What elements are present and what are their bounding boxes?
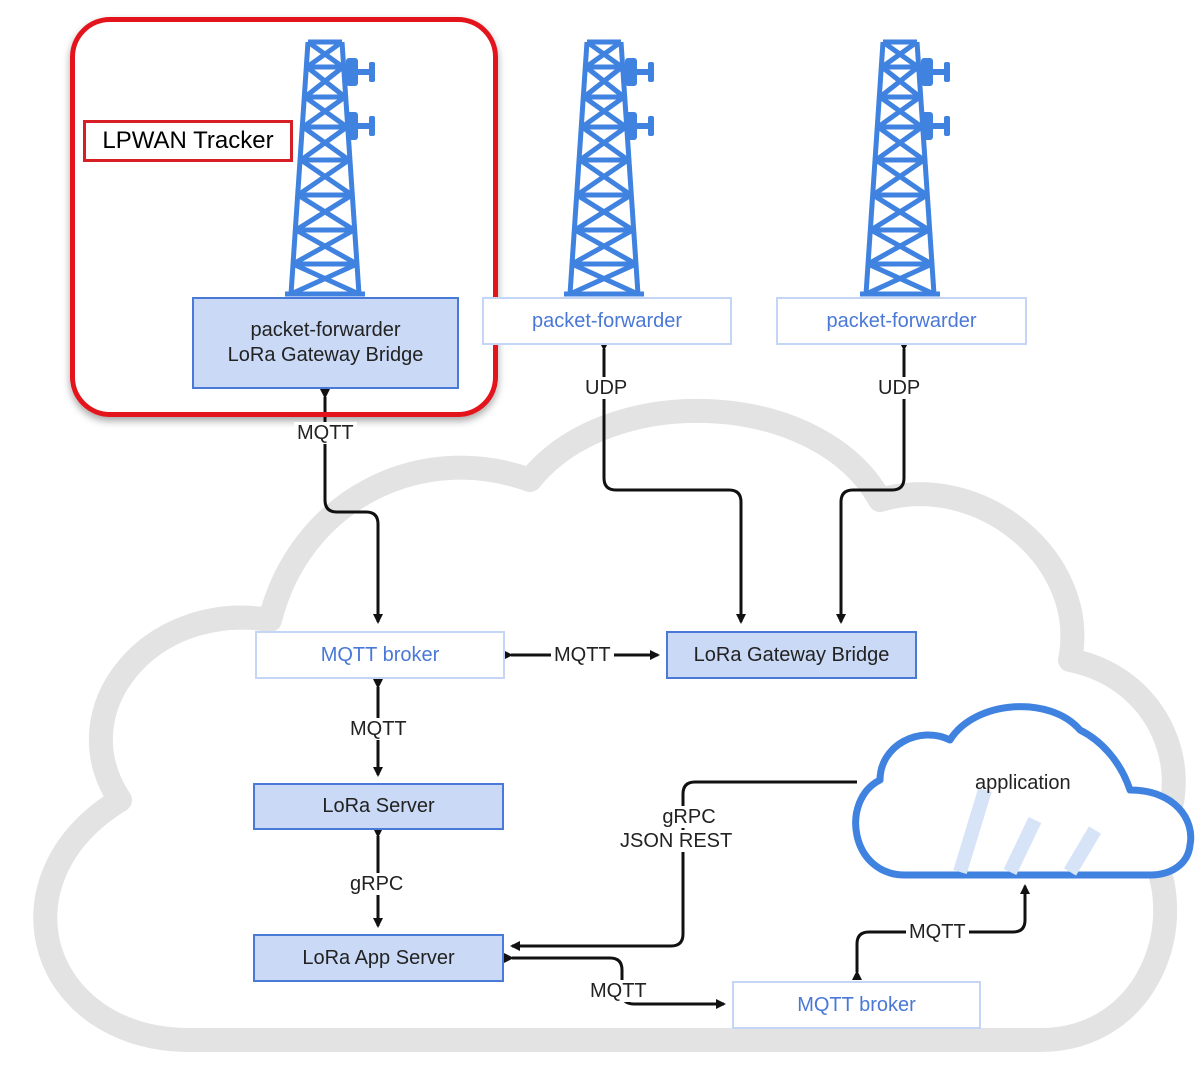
udp-link-left bbox=[599, 341, 746, 624]
cell-tower-icon bbox=[564, 42, 654, 294]
mqtt-link-gateway bbox=[320, 389, 383, 624]
gateway-box-line2: LoRa Gateway Bridge bbox=[227, 344, 424, 366]
udp-label: UDP bbox=[582, 377, 631, 399]
grpc-label: gRPC bbox=[347, 873, 407, 895]
lora-gateway-bridge-box: LoRa Gateway Bridge bbox=[666, 631, 917, 679]
gateway-bridge-box: packet-forwarder LoRa Gateway Bridge bbox=[192, 297, 459, 389]
mqtt-broker-box: MQTT broker bbox=[255, 631, 505, 679]
mqtt-broker-box: MQTT broker bbox=[732, 981, 981, 1029]
mqtt-label: MQTT bbox=[294, 422, 357, 444]
lora-server-box: LoRa Server bbox=[253, 783, 504, 830]
grpc-label: gRPC bbox=[650, 806, 728, 828]
packet-forwarder-box: packet-forwarder bbox=[776, 297, 1027, 345]
udp-link-right bbox=[836, 341, 909, 624]
application-label: application bbox=[975, 772, 1071, 794]
mqtt-label: MQTT bbox=[906, 921, 969, 943]
lora-app-server-box: LoRa App Server bbox=[253, 934, 504, 982]
mqtt-label: MQTT bbox=[347, 718, 410, 740]
application-cloud-icon bbox=[852, 703, 1195, 879]
mqtt-label: MQTT bbox=[587, 980, 650, 1002]
gateway-box-line1: packet-forwarder bbox=[250, 319, 401, 341]
cell-tower-icon bbox=[860, 42, 950, 294]
packet-forwarder-box: packet-forwarder bbox=[482, 297, 732, 345]
json-rest-label: JSON REST bbox=[617, 830, 736, 852]
mqtt-label: MQTT bbox=[551, 644, 614, 666]
tracker-highlight-frame bbox=[70, 17, 498, 417]
udp-label: UDP bbox=[875, 377, 924, 399]
grpc-rest-link bbox=[510, 780, 857, 951]
tracker-label: LPWAN Tracker bbox=[83, 120, 293, 162]
